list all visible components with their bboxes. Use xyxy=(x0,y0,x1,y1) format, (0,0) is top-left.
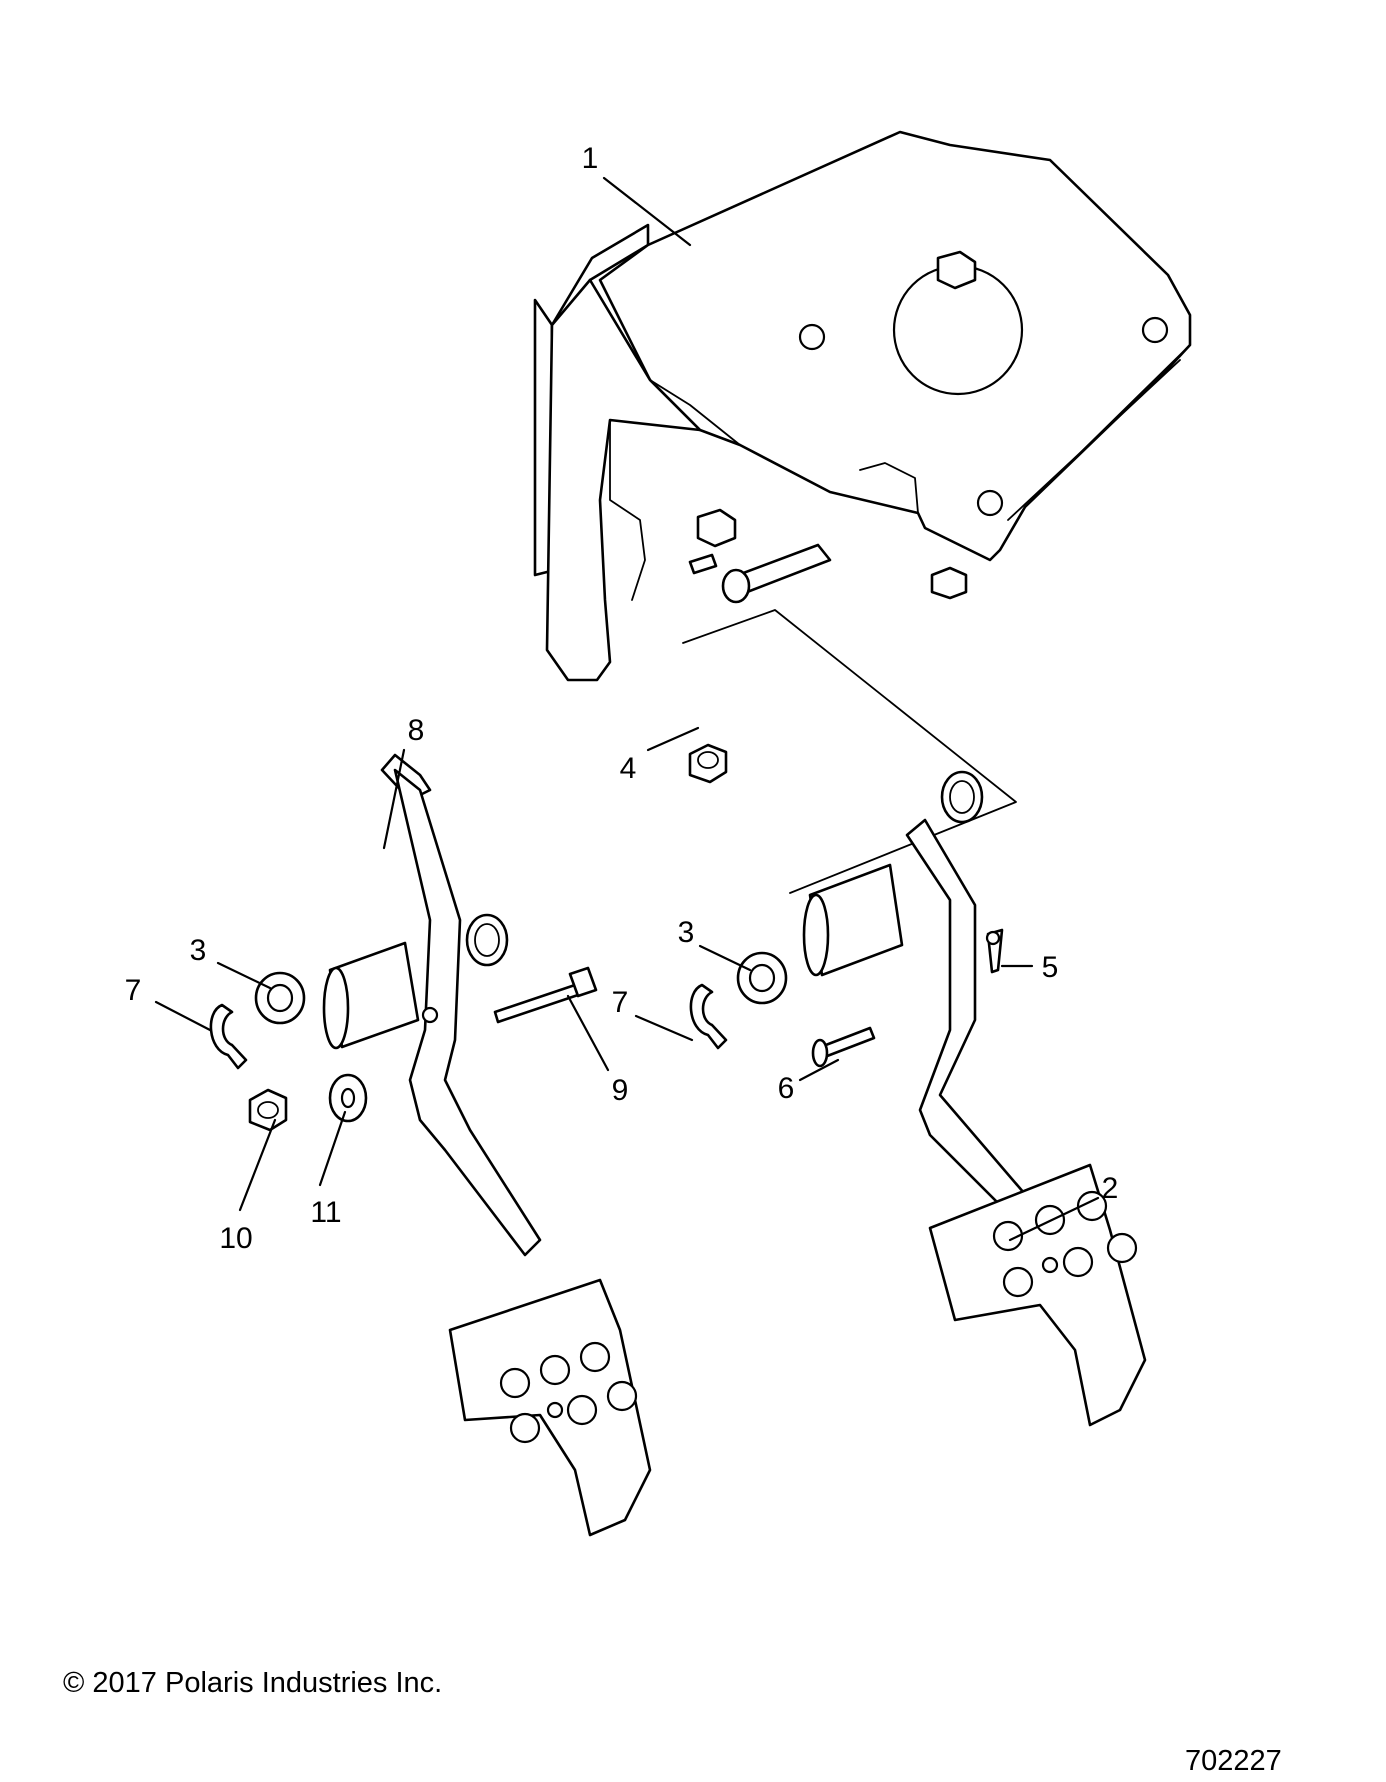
callout-1: 1 xyxy=(582,142,599,175)
bushing-left xyxy=(465,913,509,967)
pin-part-9 xyxy=(493,966,598,1024)
assembly-reference-line xyxy=(682,609,1017,894)
callout-3-right: 3 xyxy=(678,916,695,949)
clevis-pin-part-6 xyxy=(811,1026,876,1068)
clutch-pedal-part xyxy=(322,753,652,1537)
callout-4: 4 xyxy=(620,752,637,785)
copyright-notice: © 2017 Polaris Industries Inc. xyxy=(63,1667,443,1699)
callout-3-left: 3 xyxy=(190,934,207,967)
callout-7-right: 7 xyxy=(612,986,629,1019)
mounting-bracket-part xyxy=(533,130,1192,682)
e-clip-part-7-right xyxy=(689,983,728,1050)
brake-pedal-part xyxy=(802,818,1147,1427)
cotter-pin-part-5 xyxy=(985,928,1004,974)
callout-10: 10 xyxy=(219,1222,252,1255)
e-clip-part-7-left xyxy=(209,1003,248,1070)
callout-7-left: 7 xyxy=(125,974,142,1007)
callout-2: 2 xyxy=(1102,1172,1119,1205)
callout-9: 9 xyxy=(612,1074,629,1107)
callout-6: 6 xyxy=(778,1072,795,1105)
callout-labels: 1 2 3 3 4 5 6 7 7 8 9 10 11 xyxy=(125,142,1119,1255)
nut-part-10 xyxy=(248,1088,288,1132)
leader-lines xyxy=(154,176,1100,1242)
washer-part-3-left xyxy=(254,971,306,1025)
figure-number: 702227 xyxy=(1185,1745,1282,1777)
washer-part-11 xyxy=(328,1073,368,1123)
bushing-right xyxy=(940,770,984,824)
washer-part-3-right xyxy=(736,951,788,1005)
callout-11: 11 xyxy=(310,1196,341,1229)
callout-8: 8 xyxy=(408,714,425,747)
callout-5: 5 xyxy=(1042,951,1059,984)
nut-part-4 xyxy=(688,743,728,784)
